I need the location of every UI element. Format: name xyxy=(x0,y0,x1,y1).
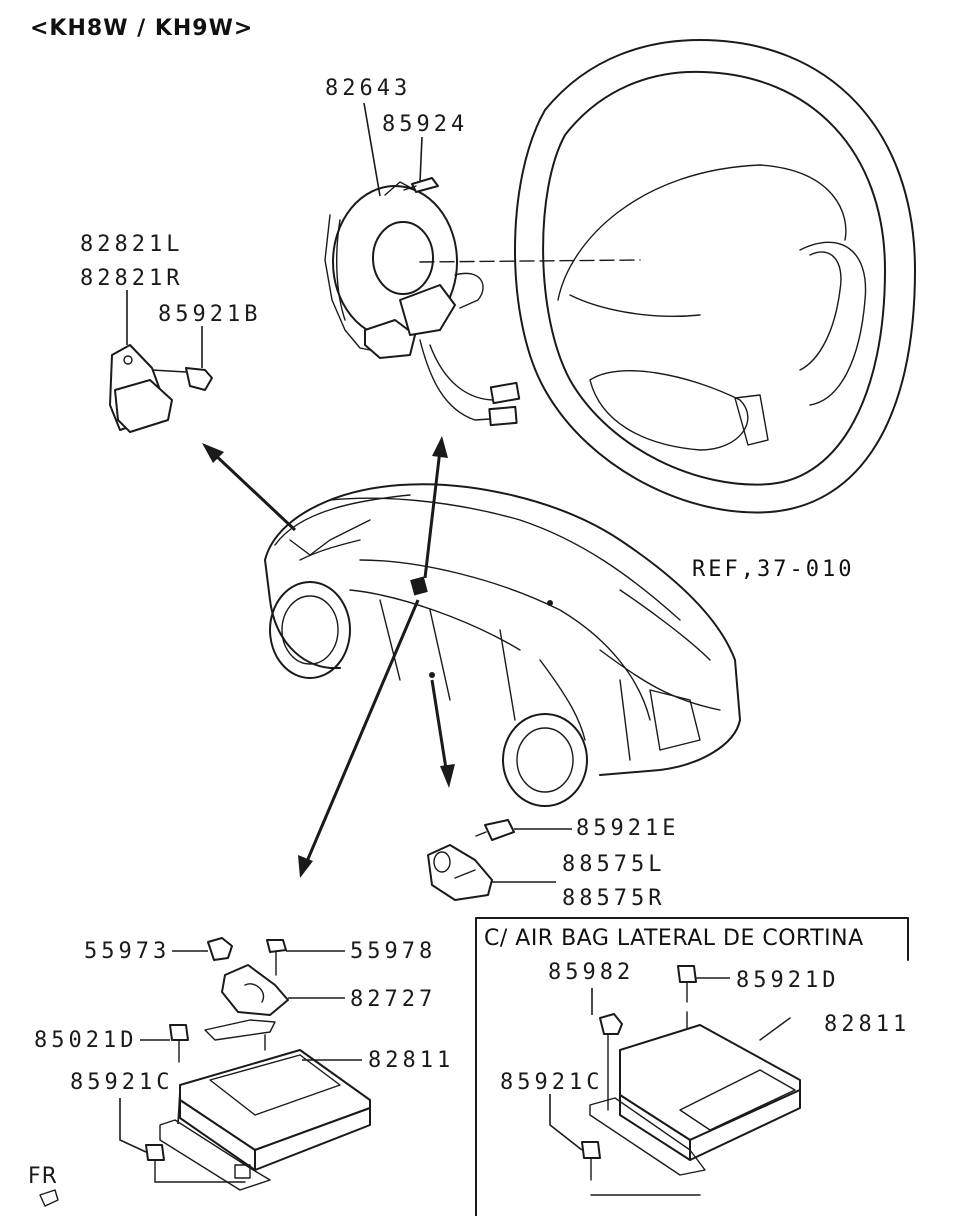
reference-label: REF,37-010 xyxy=(692,557,855,582)
label-inset-bolt-c: 85921C xyxy=(500,1070,604,1095)
label-inset-nut: 85982 xyxy=(548,960,635,985)
rear-impact-sensor xyxy=(427,819,572,901)
label-bolt-d: 85021D xyxy=(34,1028,138,1053)
front-mark: FR xyxy=(28,1164,58,1189)
label-bolt-c: 85921C xyxy=(70,1070,174,1095)
steering-wheel xyxy=(419,39,916,514)
inset-title: C/ AIR BAG LATERAL DE CORTINA xyxy=(484,926,864,951)
label-clock-spring: 82643 xyxy=(325,76,412,101)
label-inset-ecu: 82811 xyxy=(824,1012,911,1037)
label-rear-sensor-r: 88575R xyxy=(562,886,666,911)
label-side-sensor-r: 82821R xyxy=(80,266,184,291)
label-ecu: 82811 xyxy=(368,1048,455,1073)
label-side-sensor-l: 82821L xyxy=(80,232,184,257)
label-clock-spring-screw: 85924 xyxy=(382,112,469,137)
location-arrows xyxy=(202,436,455,878)
airbag-ecu-group xyxy=(119,937,371,1191)
model-title: <KH8W / KH9W> xyxy=(30,16,254,41)
label-rear-sensor-l: 88575L xyxy=(562,852,666,877)
label-nut: 55973 xyxy=(84,939,171,964)
side-impact-sensor xyxy=(109,290,213,433)
label-side-sensor-bolt: 85921B xyxy=(158,302,262,327)
front-direction-icon xyxy=(39,1189,59,1207)
vehicle-body xyxy=(264,483,741,807)
label-bracket: 82727 xyxy=(350,987,437,1012)
label-inset-bolt-d: 85921D xyxy=(736,968,840,993)
label-bolt-55978: 55978 xyxy=(350,939,437,964)
curtain-airbag-inset xyxy=(475,917,909,1216)
clock-spring xyxy=(324,102,521,427)
label-rear-sensor-bolt: 85921E xyxy=(576,816,680,841)
